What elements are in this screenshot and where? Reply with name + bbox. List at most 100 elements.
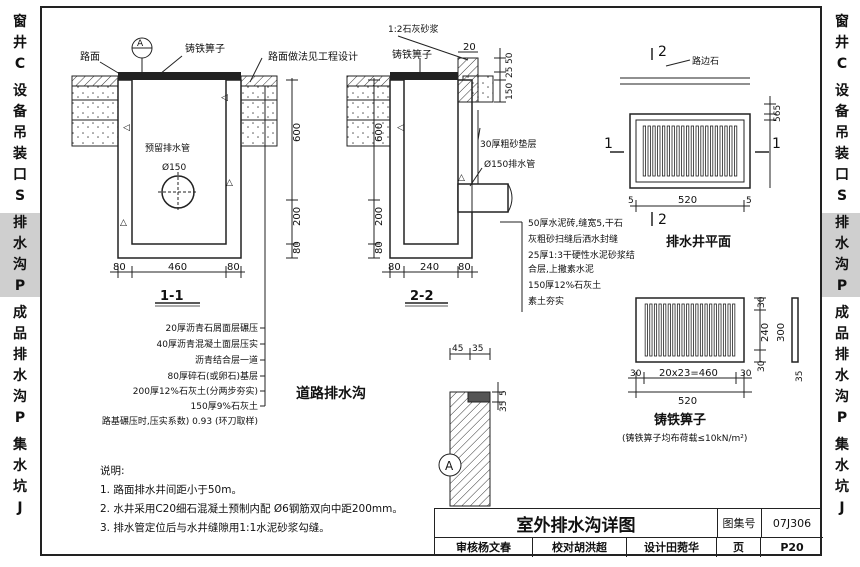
design-cell: 设计田菀华 <box>627 537 717 557</box>
section-mark-1-right: 1 <box>772 136 781 152</box>
dim-80-left: 80 <box>113 262 126 273</box>
title-block: 室外排水沟详图 图集号 07J306 审核杨文春 校对胡洪超 设计田菀华 页 P… <box>434 508 823 557</box>
notes-block: 说明: 1. 路面排水井间距小于50m。 2. 水井采用C20细石混凝土预制内配… <box>100 462 403 538</box>
review-cell: 审核杨文春 <box>435 537 533 557</box>
well-plan <box>610 48 776 226</box>
check-cell: 校对胡洪超 <box>533 537 627 557</box>
section-mark-2-bottom: 2 <box>658 212 667 228</box>
drawing-title: 室外排水沟详图 <box>435 509 718 538</box>
svg-text:◁: ◁ <box>221 93 228 103</box>
grate-bar <box>704 303 708 357</box>
grate-bar <box>681 303 685 357</box>
dim-25: 25 <box>505 67 515 78</box>
dim-520-grate: 520 <box>678 396 697 407</box>
layer-right-5: 素土夯实 <box>528 295 564 307</box>
svg-text:△: △ <box>226 178 233 188</box>
layer-leader-left <box>260 86 266 407</box>
svg-text:△: △ <box>458 173 465 183</box>
grate-bar <box>672 303 676 357</box>
drawing-frame <box>40 6 822 556</box>
svg-text:△: △ <box>120 218 127 228</box>
grate-bar <box>671 125 675 177</box>
grate-bar <box>727 303 731 357</box>
atlas-label: 图集号 <box>717 509 762 538</box>
grate-bar <box>686 125 690 177</box>
layer-right-3: 合层,上撒素水泥 <box>528 263 594 275</box>
dim-35-grate-side: 35 <box>795 371 805 382</box>
dim-150: 150 <box>505 83 515 100</box>
grate-bar <box>732 303 736 357</box>
label-reserved-pipe: 预留排水管 <box>145 142 190 154</box>
dim-35-detail-v: 35 <box>499 401 509 412</box>
grate-bar <box>652 125 656 177</box>
grate-bar <box>724 125 728 177</box>
grate-bar <box>666 125 671 177</box>
grate-bar <box>647 125 651 177</box>
detail-a <box>438 348 504 507</box>
dim-565: 565 <box>773 105 783 122</box>
layer-right-0: 50厚水泥砖,缝宽5,干石 <box>528 217 623 229</box>
dim-5-plan-left: 5 <box>628 196 634 206</box>
grate-bar <box>699 303 704 357</box>
grate-detail <box>628 297 799 398</box>
notes-title: 说明: <box>100 465 125 477</box>
dim-30-grate-top: 30 <box>757 296 767 308</box>
dim-80-1-1: 80 <box>292 241 303 254</box>
grate-bar <box>710 125 714 177</box>
dim-200-1-1: 200 <box>292 207 303 226</box>
svg-text:◁: ◁ <box>397 123 404 133</box>
layer-right-4: 150厚12%石灰土 <box>528 279 601 291</box>
label-drain-pipe: Ø150排水管 <box>484 158 535 170</box>
label-grate-2-2: 铸铁箅子 <box>392 48 432 61</box>
page-label: 页 <box>717 537 761 557</box>
note-2: 2. 水井采用C20细石混凝土预制内配 Ø6钢筋双向中距200mm。 <box>100 503 403 515</box>
grate-1-1 <box>118 72 241 80</box>
svg-text:◁: ◁ <box>123 123 130 133</box>
label-well-plan: 排水井平面 <box>666 234 731 250</box>
dim-45: 45 <box>452 344 463 354</box>
dim-80-2-2: 80 <box>374 241 385 254</box>
grate-2-2 <box>390 72 458 80</box>
signature-row: 审核杨文春 校对胡洪超 设计田菀华 页 P20 <box>435 537 823 557</box>
grate-bar <box>662 125 666 177</box>
layer-left-6: 路基碾压时,压实系数) 0.93 (环刀取样) <box>102 415 258 427</box>
dim-50: 50 <box>505 52 515 64</box>
dim-80-right: 80 <box>227 262 240 273</box>
grate-bar <box>719 125 723 177</box>
layer-right-2: 25厚1:3干硬性水泥砂浆结 <box>528 249 635 261</box>
label-grate-load-note: (铸铁箅子均布荷载≤10kN/m²) <box>622 432 747 444</box>
section-mark-2-top: 2 <box>658 44 667 60</box>
dim-bars: 20x23=460 <box>659 368 718 379</box>
drain-pipe <box>457 183 509 213</box>
layer-left-1: 40厚沥青混凝土面层压实 <box>157 338 258 350</box>
grate-bar <box>690 125 695 177</box>
dim-30-grate-bottom: 30 <box>757 360 767 372</box>
layer-left-0: 20厚沥青石屑面层碾压 <box>166 322 258 334</box>
atlas-number: 07J306 <box>761 509 823 538</box>
grate-bar <box>658 303 662 357</box>
grate-bar <box>663 303 667 357</box>
grate-bar <box>644 303 648 357</box>
section-2-2: ◁△ <box>346 35 523 312</box>
dim-240: 240 <box>420 262 439 273</box>
dim-30-right: 30 <box>740 369 752 379</box>
label-mortar-top: 1:2石灰砂浆 <box>388 23 439 35</box>
grate-bar <box>713 303 717 357</box>
dim-35-detail: 35 <box>472 344 483 354</box>
grate-bar <box>722 303 727 357</box>
dim-80-2-2-right: 80 <box>458 262 471 273</box>
grate-bar <box>729 125 733 177</box>
grate-bar <box>700 125 704 177</box>
layer-left-4: 200厚12%石灰土(分两步夯实) <box>133 385 258 397</box>
label-road-surface: 路面 <box>80 50 100 63</box>
dim-30-left: 30 <box>630 369 642 379</box>
grate-bar <box>676 125 680 177</box>
